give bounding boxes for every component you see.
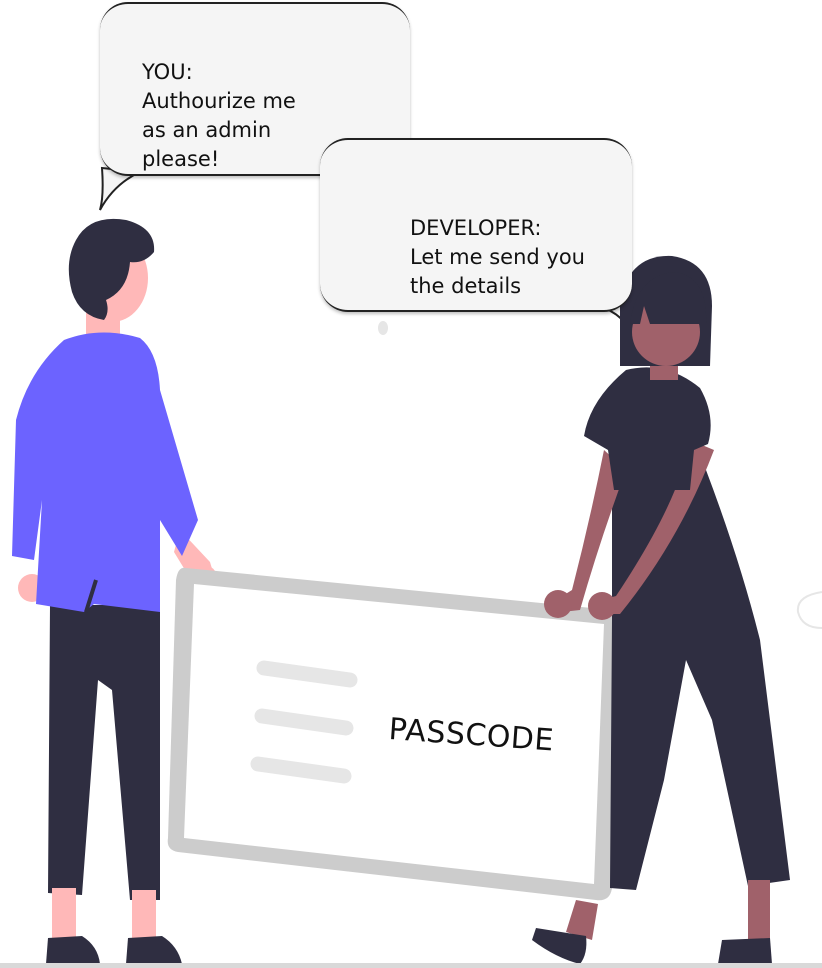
woman-top <box>584 367 711 490</box>
woman-figure <box>532 255 790 964</box>
you-speech-text: YOU: Authourize me as an admin please! <box>142 60 296 171</box>
man-legs <box>48 605 160 900</box>
man-hair <box>68 218 155 320</box>
card-line-2 <box>254 708 354 736</box>
woman-shoe-left <box>532 928 587 964</box>
passcode-card <box>167 567 625 901</box>
man-shoe-left <box>46 936 100 964</box>
developer-speech-text: DEVELOPER: Let me send you the details <box>410 216 585 298</box>
card-line-3 <box>250 756 352 784</box>
man-shoe-right <box>126 936 182 964</box>
woman-jumpsuit-legs <box>610 470 790 890</box>
decor-arc <box>796 591 822 629</box>
woman-shoe-right <box>718 938 772 964</box>
card-line-1 <box>256 660 358 688</box>
man-figure <box>12 218 217 964</box>
developer-speech-bubble: DEVELOPER: Let me send you the details <box>320 138 632 312</box>
man-shirt <box>12 332 198 612</box>
bottom-divider <box>0 963 822 968</box>
you-bubble-tail <box>99 166 144 211</box>
decor-dot <box>378 321 388 335</box>
